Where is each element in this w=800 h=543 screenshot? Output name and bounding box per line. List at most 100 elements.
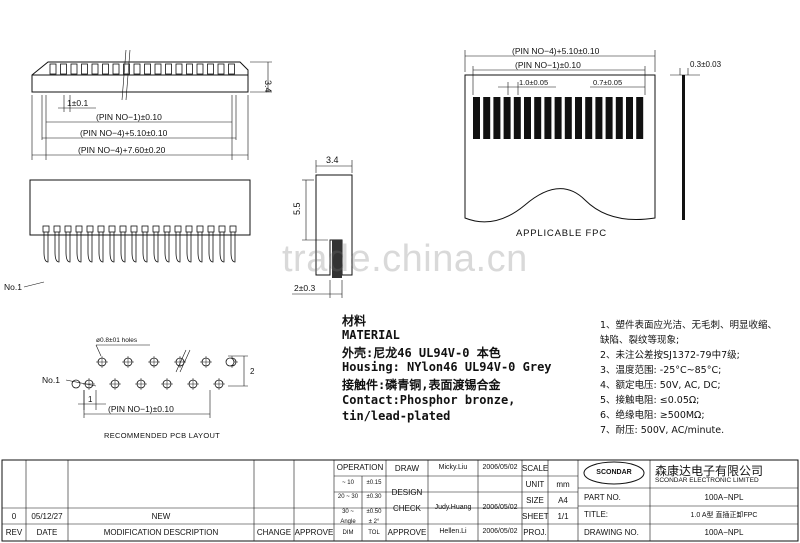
fpc-finger	[503, 97, 511, 139]
note-4: 4、额定电压: 50V, AC, DC;	[600, 380, 721, 391]
bottom-view-pin	[197, 228, 203, 263]
watermark: trade.china.cn	[282, 238, 528, 280]
tb-tol-4: ± 2°	[368, 519, 380, 525]
pcb-hole	[71, 379, 81, 389]
tb-draw-name: Micky.Liu	[438, 464, 468, 471]
front-view: 3.4 1±0.1 (PIN NO−1)±0.10 (PIN NO−4)+5.1…	[31, 49, 273, 160]
tb-draw-date: 2006/05/02	[482, 464, 518, 471]
fpc-width-dim: 0.7±0.05	[593, 78, 622, 87]
tb-scale: SCALE	[522, 464, 549, 473]
bottom-view-pin	[219, 228, 225, 263]
header-approve: APPROVE	[294, 528, 334, 537]
front-view-pin	[81, 63, 88, 75]
front-view-pin	[144, 63, 151, 75]
side-width-dim: 3.4	[326, 155, 339, 165]
front-view-pin	[49, 63, 57, 75]
fpc-finger	[534, 97, 542, 139]
company-logo: SCONDAR	[596, 469, 632, 476]
pcb-holes	[71, 356, 238, 390]
fpc-finger	[473, 97, 480, 139]
part-no-label: PART NO.	[584, 493, 621, 502]
material-title-en: MATERIAL	[342, 328, 400, 342]
pcb-layout: ø0.8±01 holes No.1 1 2 (PIN NO−1)±0.10 R…	[42, 337, 255, 440]
bottom-view-pin	[153, 228, 159, 263]
front-height-dim: 3.4	[263, 80, 273, 93]
rev-date: 05/12/27	[31, 512, 63, 521]
front-view-pins	[49, 63, 235, 75]
fpc-fingers	[473, 97, 644, 139]
pcb-pin1-dim: (PIN NO−1)±0.10	[108, 404, 174, 414]
bottom-view-pin-top	[185, 225, 193, 233]
front-pin4a-dim: (PIN NO−4)+5.10±0.10	[80, 128, 168, 138]
housing-en: Housing: NYlon46 UL94V-0 Grey	[342, 360, 552, 374]
tb-unit-value: mm	[556, 480, 570, 489]
front-view-pin	[196, 63, 204, 75]
bottom-view-pin	[120, 228, 126, 263]
bottom-view-pin	[208, 228, 214, 263]
header-date: DATE	[36, 528, 58, 537]
bottom-view-body	[29, 179, 251, 236]
bottom-view-pin	[43, 228, 49, 263]
fpc-top-dim: (PIN NO−4)+5.10±0.10	[512, 46, 600, 56]
bottom-view-pin	[76, 228, 82, 263]
bottom-view-pin	[164, 228, 170, 263]
tb-range-2: 20 ~ 30	[337, 494, 359, 500]
bottom-view-pin-top	[141, 225, 149, 233]
bottom-view-pin	[109, 228, 115, 263]
bottom-view-pin	[175, 228, 181, 263]
front-pin4b-dim: (PIN NO−4)+7.60±0.20	[78, 145, 166, 155]
tb-size: SIZE	[526, 496, 544, 505]
pcb-holes-label: ø0.8±01 holes	[96, 337, 138, 344]
tb-tol: TOL	[368, 530, 380, 536]
tb-approve-name: Hellen.Li	[439, 528, 467, 535]
bottom-view-pin	[87, 228, 93, 263]
front-view-pin	[112, 63, 120, 75]
tb-tol-1: ±0.15	[366, 480, 382, 486]
front-view-pin	[175, 63, 183, 75]
bottom-view-pin-top	[174, 225, 182, 233]
title-block-grid	[1, 459, 799, 542]
front-view-pin	[102, 63, 109, 75]
fpc-pin1-dim: (PIN NO−1)±0.10	[515, 60, 581, 70]
company-name-cn: 森康达电子有限公司	[655, 464, 764, 478]
bottom-view-pin	[98, 228, 104, 263]
tb-dim: DIM	[342, 530, 354, 536]
front-view-pin	[60, 63, 67, 75]
bottom-view-pins	[42, 225, 237, 263]
fpc-finger	[564, 97, 572, 139]
bottom-view-pin-top	[130, 225, 138, 233]
fpc-finger	[483, 97, 491, 139]
fpc-title: APPLICABLE FPC	[516, 228, 607, 239]
break-line	[125, 49, 131, 101]
title-label: TITLE:	[584, 510, 609, 519]
bottom-view-pin-top	[97, 225, 105, 233]
fpc-side-profile	[682, 75, 685, 220]
tb-approve: APPROVE	[387, 528, 427, 537]
side-height-dim: 5.5	[292, 202, 302, 215]
drawing-no-label: DRAWING NO.	[584, 528, 639, 537]
tb-unit: UNIT	[525, 480, 545, 489]
fpc-finger	[554, 97, 562, 139]
fpc-finger	[595, 97, 603, 139]
pcb-dim-two: 2	[250, 367, 255, 376]
bottom-view-pin	[142, 228, 148, 263]
header-desc: MODIFICATION DESCRIPTION	[103, 528, 219, 537]
fpc-finger	[626, 97, 633, 139]
fpc-finger	[615, 97, 623, 139]
bottom-pin1-label: No.1	[4, 282, 22, 292]
note-3: 3、温度范围: -25°C~85°C;	[600, 365, 722, 376]
title-value: 1.0 A型 直插正卸FPC	[690, 512, 758, 519]
pcb-hole	[225, 357, 235, 367]
fpc-finger	[544, 97, 552, 139]
tb-size-value: A4	[558, 496, 568, 505]
front-view-pin	[91, 63, 99, 75]
tb-range-4: Angle	[340, 519, 356, 525]
bottom-view-pin-top	[218, 225, 226, 233]
tb-tol-2: ±0.30	[366, 494, 382, 500]
bottom-view-pin-top	[86, 225, 94, 233]
front-view-pin	[217, 63, 225, 75]
fpc-finger	[636, 97, 644, 139]
bottom-view-pin	[54, 228, 60, 263]
contact-cn: 接触件:磷青铜,表面渡锡合金	[342, 378, 501, 392]
bottom-view-pin-top	[196, 225, 204, 233]
